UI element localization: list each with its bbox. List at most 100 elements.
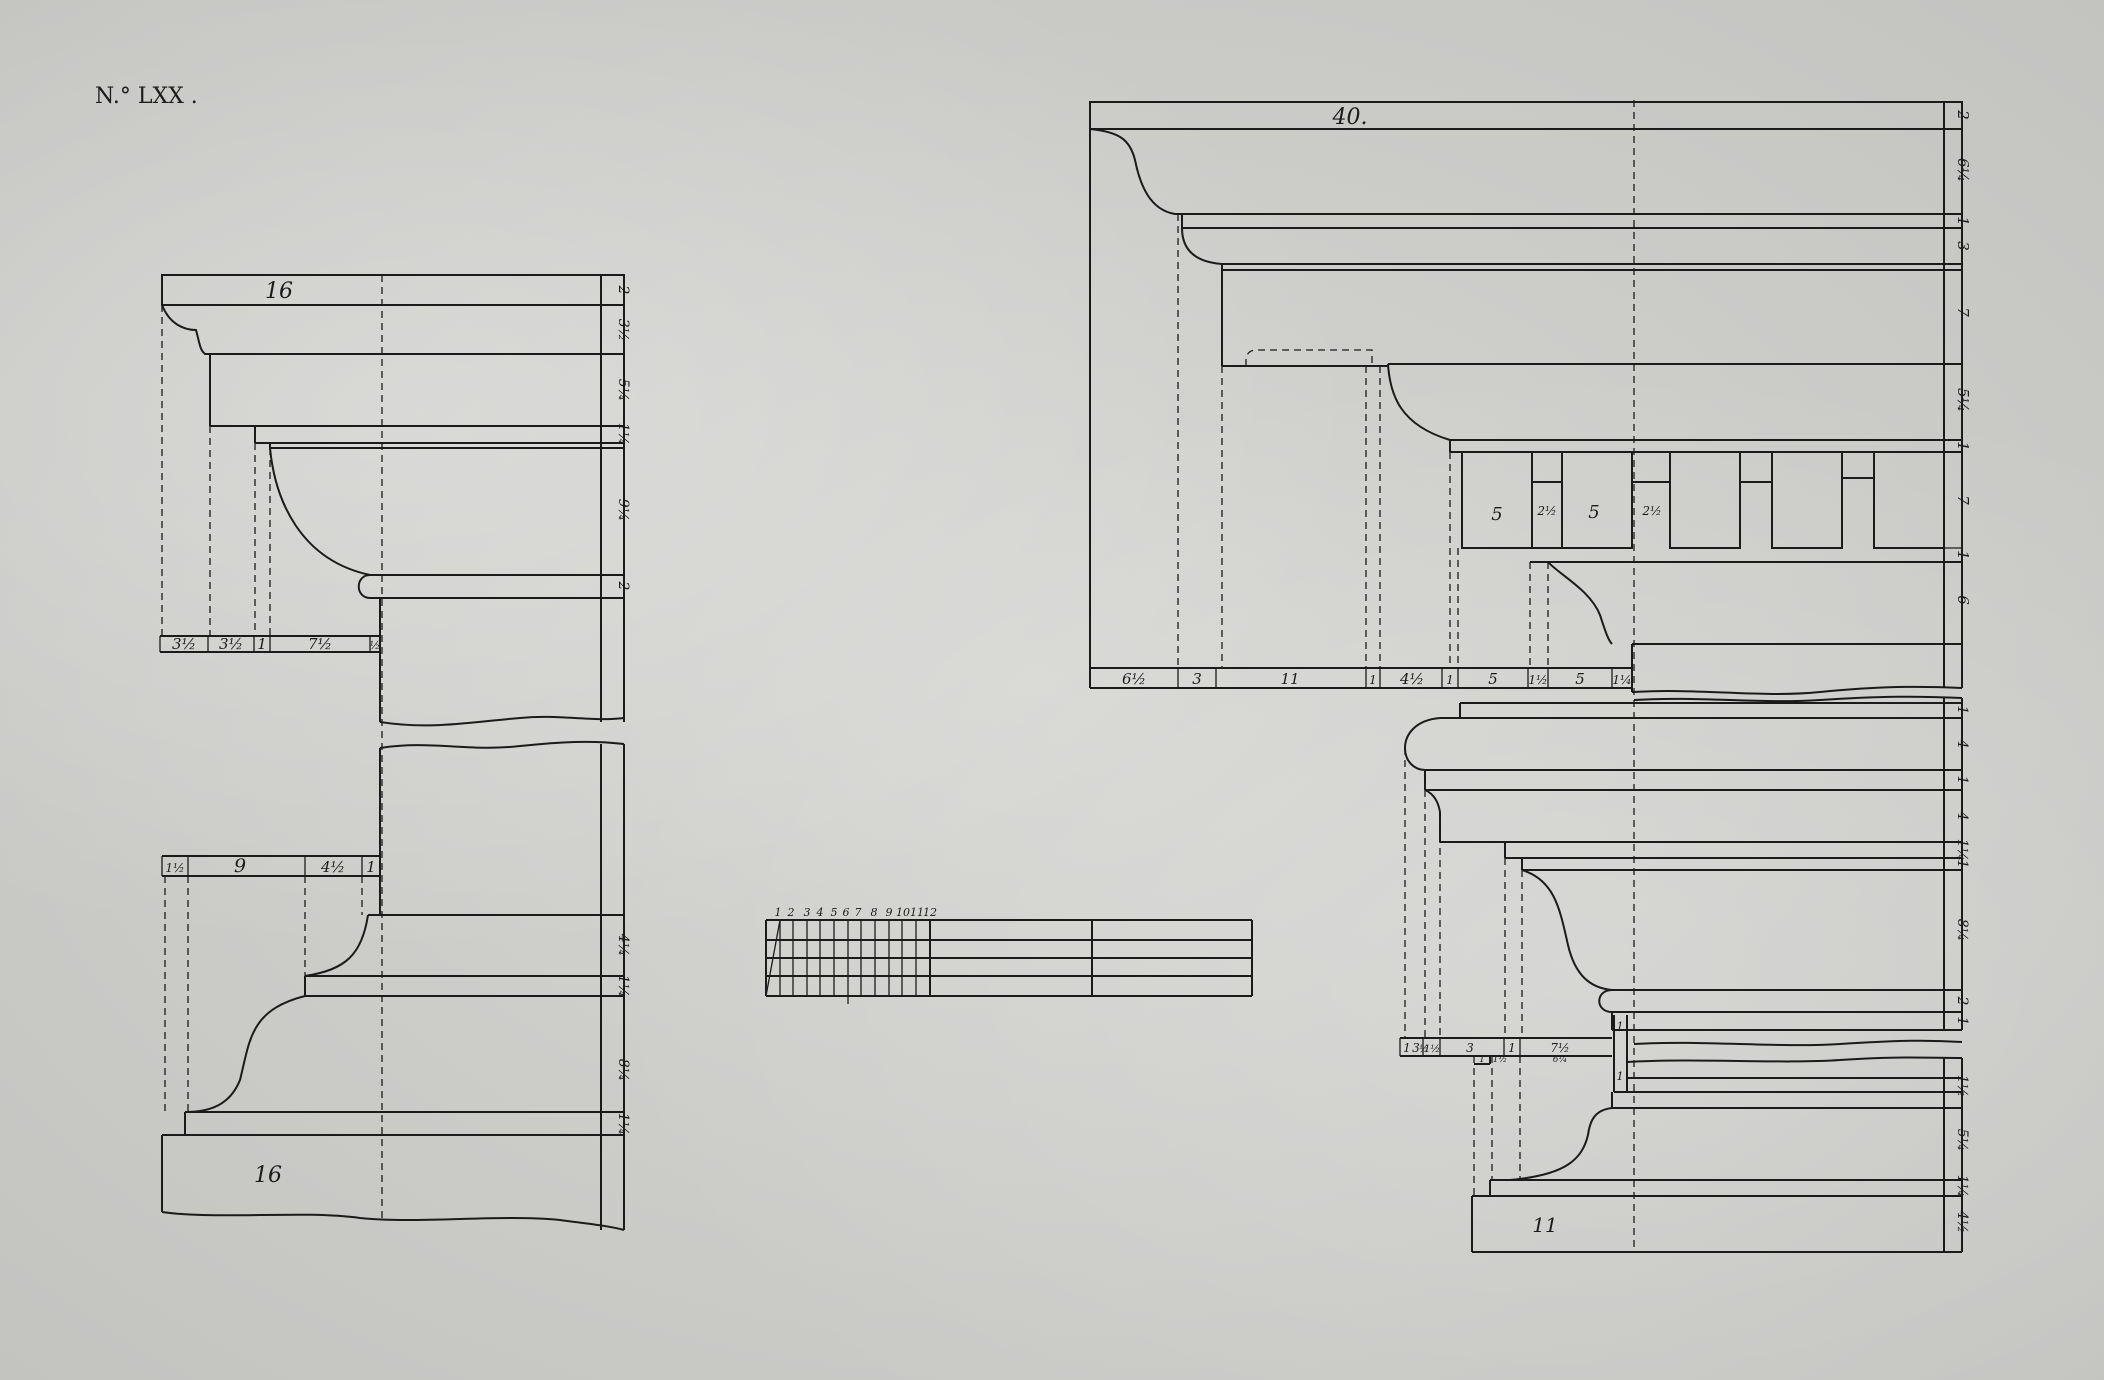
left-bottom-width-0: 1½	[165, 861, 184, 875]
right-bottom-height-5: 1	[1954, 860, 1970, 869]
right-bottom-height-labels-upper: 1 4 1 4 1¼ 1 8¼ 2 1	[1954, 706, 1970, 1026]
right-top-height-8: 1	[1954, 550, 1972, 560]
right-bottom-break-lower	[1626, 1056, 1963, 1063]
scale-tick-2: 2	[787, 906, 795, 919]
left-bottom-width-3: 1	[366, 858, 376, 876]
right-bottom-height-7: 2	[1954, 996, 1970, 1006]
scale-tick-6: 6	[843, 906, 850, 919]
right-top-height-4: 7	[1954, 307, 1972, 317]
right-bottom-sub-width-1: 1½	[1493, 1054, 1507, 1065]
right-top-width-0: 6½	[1122, 670, 1146, 688]
right-top-width-labels: 6½ 3 11 1 4½ 1 5 1½ 5 1¼	[1122, 670, 1632, 688]
left-top-height-3: 1¼	[615, 423, 631, 445]
right-top-width-2: 11	[1280, 670, 1299, 688]
dentil-2	[1561, 451, 1633, 549]
scale-subdivisions	[779, 920, 917, 1004]
left-bottom-height-3: 1¼	[615, 1113, 631, 1135]
plate-number: N.° LXX .	[95, 84, 198, 109]
right-bottom-sub-width-0: 1	[1479, 1055, 1485, 1065]
right-bottom-height-3: 4	[1954, 811, 1970, 821]
right-top-height-2: 1	[1954, 216, 1972, 226]
left-top-height-1: 3½	[615, 319, 631, 341]
right-bottom-upper-torus	[1403, 717, 1441, 771]
left-top-profile	[159, 274, 625, 1220]
scale-tick-3: 3	[804, 906, 811, 919]
dentil-1	[1461, 451, 1533, 549]
right-top-height-1: 6¼	[1954, 158, 1972, 182]
left-top-height-labels: 2 3½ 5¼ 1¼ 9¼ 2	[615, 285, 631, 591]
right-top-height-5: 5¼	[1954, 388, 1972, 412]
right-top-height-labels: 2 6¼ 1 3 7 5¼ 1 7 1 6	[1954, 109, 1972, 605]
right-top-width-5: 1	[1446, 673, 1454, 687]
right-top-width-6: 5	[1488, 670, 1498, 688]
right-bottom-scotia	[1521, 869, 1613, 991]
right-bottom-width-4: 3	[1466, 1041, 1474, 1055]
right-bottom-astragal	[1598, 989, 1613, 1013]
right-top-profile	[1089, 100, 1963, 1250]
left-top-height-5: 2	[615, 581, 631, 591]
right-bottom-width-2: ½	[1419, 1044, 1429, 1055]
left-bottom-plinth-break	[161, 1211, 625, 1231]
left-top-cyma	[161, 304, 624, 355]
right-top-dentil-cyma	[1547, 561, 1613, 645]
right-bottom-width-1: 3	[1412, 1041, 1420, 1055]
right-top-width-9: 1¼	[1612, 673, 1631, 687]
right-bottom-lower-height-0: 1½	[1954, 1075, 1970, 1097]
left-top-height-2: 5¼	[615, 379, 631, 401]
left-bottom-upper-cavetto	[304, 914, 369, 977]
right-top-ovolo	[1181, 227, 1223, 265]
right-bottom-height-8: 1	[1954, 1017, 1970, 1026]
right-top-height-3: 3	[1954, 241, 1972, 251]
scale-tick-8: 8	[871, 906, 878, 919]
right-top-height-9: 6	[1954, 595, 1972, 605]
right-bottom-width-6: 7½	[1550, 1041, 1569, 1055]
right-top-width-3: 1	[1369, 673, 1377, 687]
right-top-width-7: 1½	[1528, 673, 1547, 687]
right-bottom-width-3: 1½	[1424, 1044, 1440, 1055]
scale-tick-5: 5	[831, 906, 838, 919]
left-top-width-1: 3½	[219, 635, 243, 653]
right-top-break-line	[1631, 685, 1963, 695]
right-top-width-4: 4½	[1399, 670, 1424, 688]
right-bottom-height-labels-lower: 1½ 5¼ 1¼ 4½	[1954, 1075, 1970, 1233]
left-top-width-2: 1	[257, 635, 267, 653]
left-top-height-0: 2	[615, 285, 631, 295]
right-top-width-8: 5	[1575, 670, 1585, 688]
right-top-bed-cyma	[1387, 363, 1451, 441]
scale-bar	[765, 919, 1253, 1004]
scale-tick-4: 4	[816, 906, 824, 919]
right-bottom-height-2: 1	[1954, 776, 1970, 785]
right-bottom-height-1: 4	[1954, 739, 1970, 749]
scale-tick-12: 12	[923, 906, 937, 919]
left-bottom-profile	[161, 740, 625, 1231]
right-bottom-lower-height-3: 4½	[1954, 1210, 1970, 1233]
dentil-label-0: 5	[1491, 504, 1502, 525]
right-bottom-height-6: 8¼	[1954, 919, 1970, 941]
right-bottom-sub-width-2: 6¼	[1553, 1054, 1567, 1065]
right-bottom-height-4: 1¼	[1954, 839, 1970, 861]
scale-tick-labels: 1 2 3 4 5 6 7 8 9 10 11 12	[775, 906, 938, 919]
left-top-astragal	[357, 574, 371, 599]
left-top-width-0: 3½	[172, 635, 196, 653]
right-top-corona-cyma	[1089, 128, 1182, 215]
left-bottom-plinth-label: 16	[254, 1163, 282, 1188]
right-bottom-lower-height-2: 1¼	[1954, 1175, 1970, 1197]
left-top-echinus	[269, 447, 371, 576]
left-bottom-break-line	[379, 740, 625, 749]
right-top-height-0: 2	[1954, 109, 1972, 120]
left-top-width-3: 7½	[308, 635, 332, 653]
right-bottom-fillet	[1424, 789, 1441, 813]
dentil-label-3: 2½	[1641, 504, 1661, 518]
right-bottom-height-0: 1	[1954, 706, 1970, 715]
right-top-width-label: 40.	[1332, 105, 1368, 130]
left-bottom-width-1: 9	[234, 855, 246, 877]
right-top-height-6: 1	[1954, 441, 1972, 451]
dentil-label-2: 5	[1588, 502, 1599, 523]
right-bottom-break-top	[1633, 695, 1963, 703]
left-bottom-height-labels: 4¼ 1¼ 8¼ 1¼	[615, 933, 631, 1135]
right-bottom-side-mark-1: 1	[1617, 1070, 1624, 1083]
dentil-5	[1873, 451, 1945, 549]
right-bottom-lower-cyma	[1509, 1107, 1613, 1181]
